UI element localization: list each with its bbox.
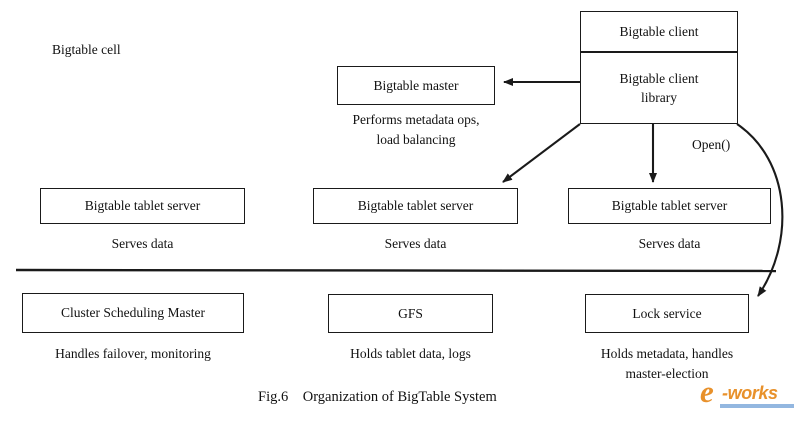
node-bigtable-client-library-label-line2: library: [641, 90, 677, 106]
node-gfs-label: GFS: [398, 305, 423, 321]
node-bigtable-master: Bigtable master: [337, 66, 495, 105]
node-cluster-scheduling-master: Cluster Scheduling Master: [22, 293, 244, 333]
node-tablet-server-middle-desc: Serves data: [384, 236, 447, 251]
node-tablet-server-middle: Bigtable tablet server: [313, 188, 518, 224]
node-cluster-scheduling-master-desc-line1: Handles failover, monitoring: [55, 346, 211, 361]
node-bigtable-master-desc-line2: load balancing: [376, 132, 456, 148]
node-gfs-desc-line1: Holds tablet data, logs: [350, 346, 471, 361]
node-bigtable-master-label: Bigtable master: [373, 77, 459, 93]
open-call-label: Open(): [692, 137, 731, 152]
node-tablet-server-middle-label: Bigtable tablet server: [357, 198, 474, 214]
node-bigtable-client: Bigtable client Bigtable client library: [580, 11, 738, 124]
eworks-watermark-e: e: [700, 374, 714, 409]
node-tablet-server-right-desc: Serves data: [638, 236, 701, 251]
node-tablet-server-left-label: Bigtable tablet server: [84, 198, 201, 214]
node-tablet-server-left: Bigtable tablet server: [40, 188, 245, 224]
node-tablet-server-left-desc: Serves data: [111, 236, 174, 251]
edge-client-to-tablet-middle: [502, 123, 581, 183]
node-lock-service-desc-line1: Holds metadata, handles: [600, 346, 734, 361]
node-tablet-server-right-label: Bigtable tablet server: [611, 198, 728, 214]
node-gfs-desc: Holds tablet data, logs: [318, 344, 503, 364]
node-lock-service: Lock service: [585, 294, 749, 333]
cell-boundary-rule: [15, 268, 777, 273]
node-lock-service-desc: Holds metadata, handles master-election: [572, 344, 762, 385]
node-gfs: GFS: [328, 294, 493, 333]
node-lock-service-label: Lock service: [632, 305, 702, 321]
edge-open-call-to-lock-service: [736, 123, 784, 297]
node-bigtable-client-library-label-line1: Bigtable client: [619, 70, 699, 86]
bigtable-cell-label: Bigtable cell: [52, 42, 121, 57]
eworks-watermark-underline-bar: [720, 404, 794, 408]
node-bigtable-master-desc: Performs metadata ops, load balancing: [337, 110, 495, 151]
node-lock-service-desc-line2: master-election: [625, 366, 709, 382]
eworks-watermark-logo: e -works: [700, 374, 796, 412]
eworks-watermark-works: -works: [722, 383, 778, 403]
node-bigtable-client-label: Bigtable client: [619, 23, 699, 39]
node-cluster-scheduling-master-label: Cluster Scheduling Master: [61, 305, 205, 321]
figure-caption: Fig.6 Organization of BigTable System: [258, 389, 497, 405]
node-bigtable-master-desc-line1: Performs metadata ops,: [352, 112, 480, 127]
node-cluster-scheduling-master-desc: Handles failover, monitoring: [12, 344, 254, 364]
node-tablet-server-right: Bigtable tablet server: [568, 188, 771, 224]
